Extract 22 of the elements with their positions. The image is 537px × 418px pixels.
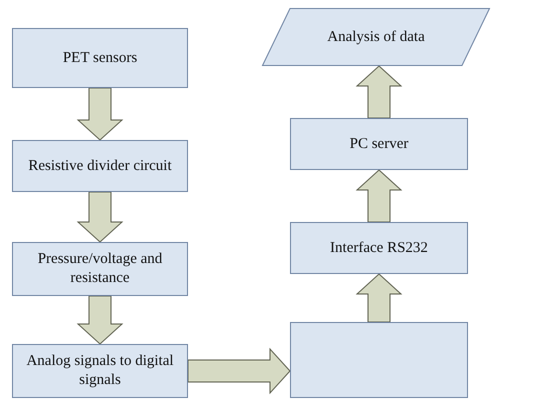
- data-parallelogram: [262, 8, 490, 66]
- block-arrow: [356, 65, 402, 118]
- node-text: PC server: [350, 134, 408, 154]
- node-text: Analysis of data: [327, 28, 425, 46]
- process-box: [12, 140, 188, 192]
- node-text: Pressure/voltage and resistance: [36, 250, 164, 288]
- process-box: [290, 118, 468, 170]
- process-box: [12, 28, 188, 88]
- node-text: Interface RS232: [330, 238, 428, 258]
- block-arrow: [76, 192, 124, 243]
- process-box: [290, 322, 468, 398]
- block-arrow: [356, 273, 402, 322]
- process-box: [12, 242, 188, 296]
- node-text: Resistive divider circuit: [28, 156, 172, 176]
- process-box: [12, 344, 188, 398]
- process-box: [290, 222, 468, 274]
- block-arrow: [76, 296, 124, 345]
- node-text: Analog signals to digital signals: [25, 352, 175, 390]
- block-arrow: [188, 348, 291, 394]
- block-arrow: [76, 88, 124, 141]
- block-arrow: [356, 169, 402, 222]
- node-text: PET sensors: [62, 48, 138, 68]
